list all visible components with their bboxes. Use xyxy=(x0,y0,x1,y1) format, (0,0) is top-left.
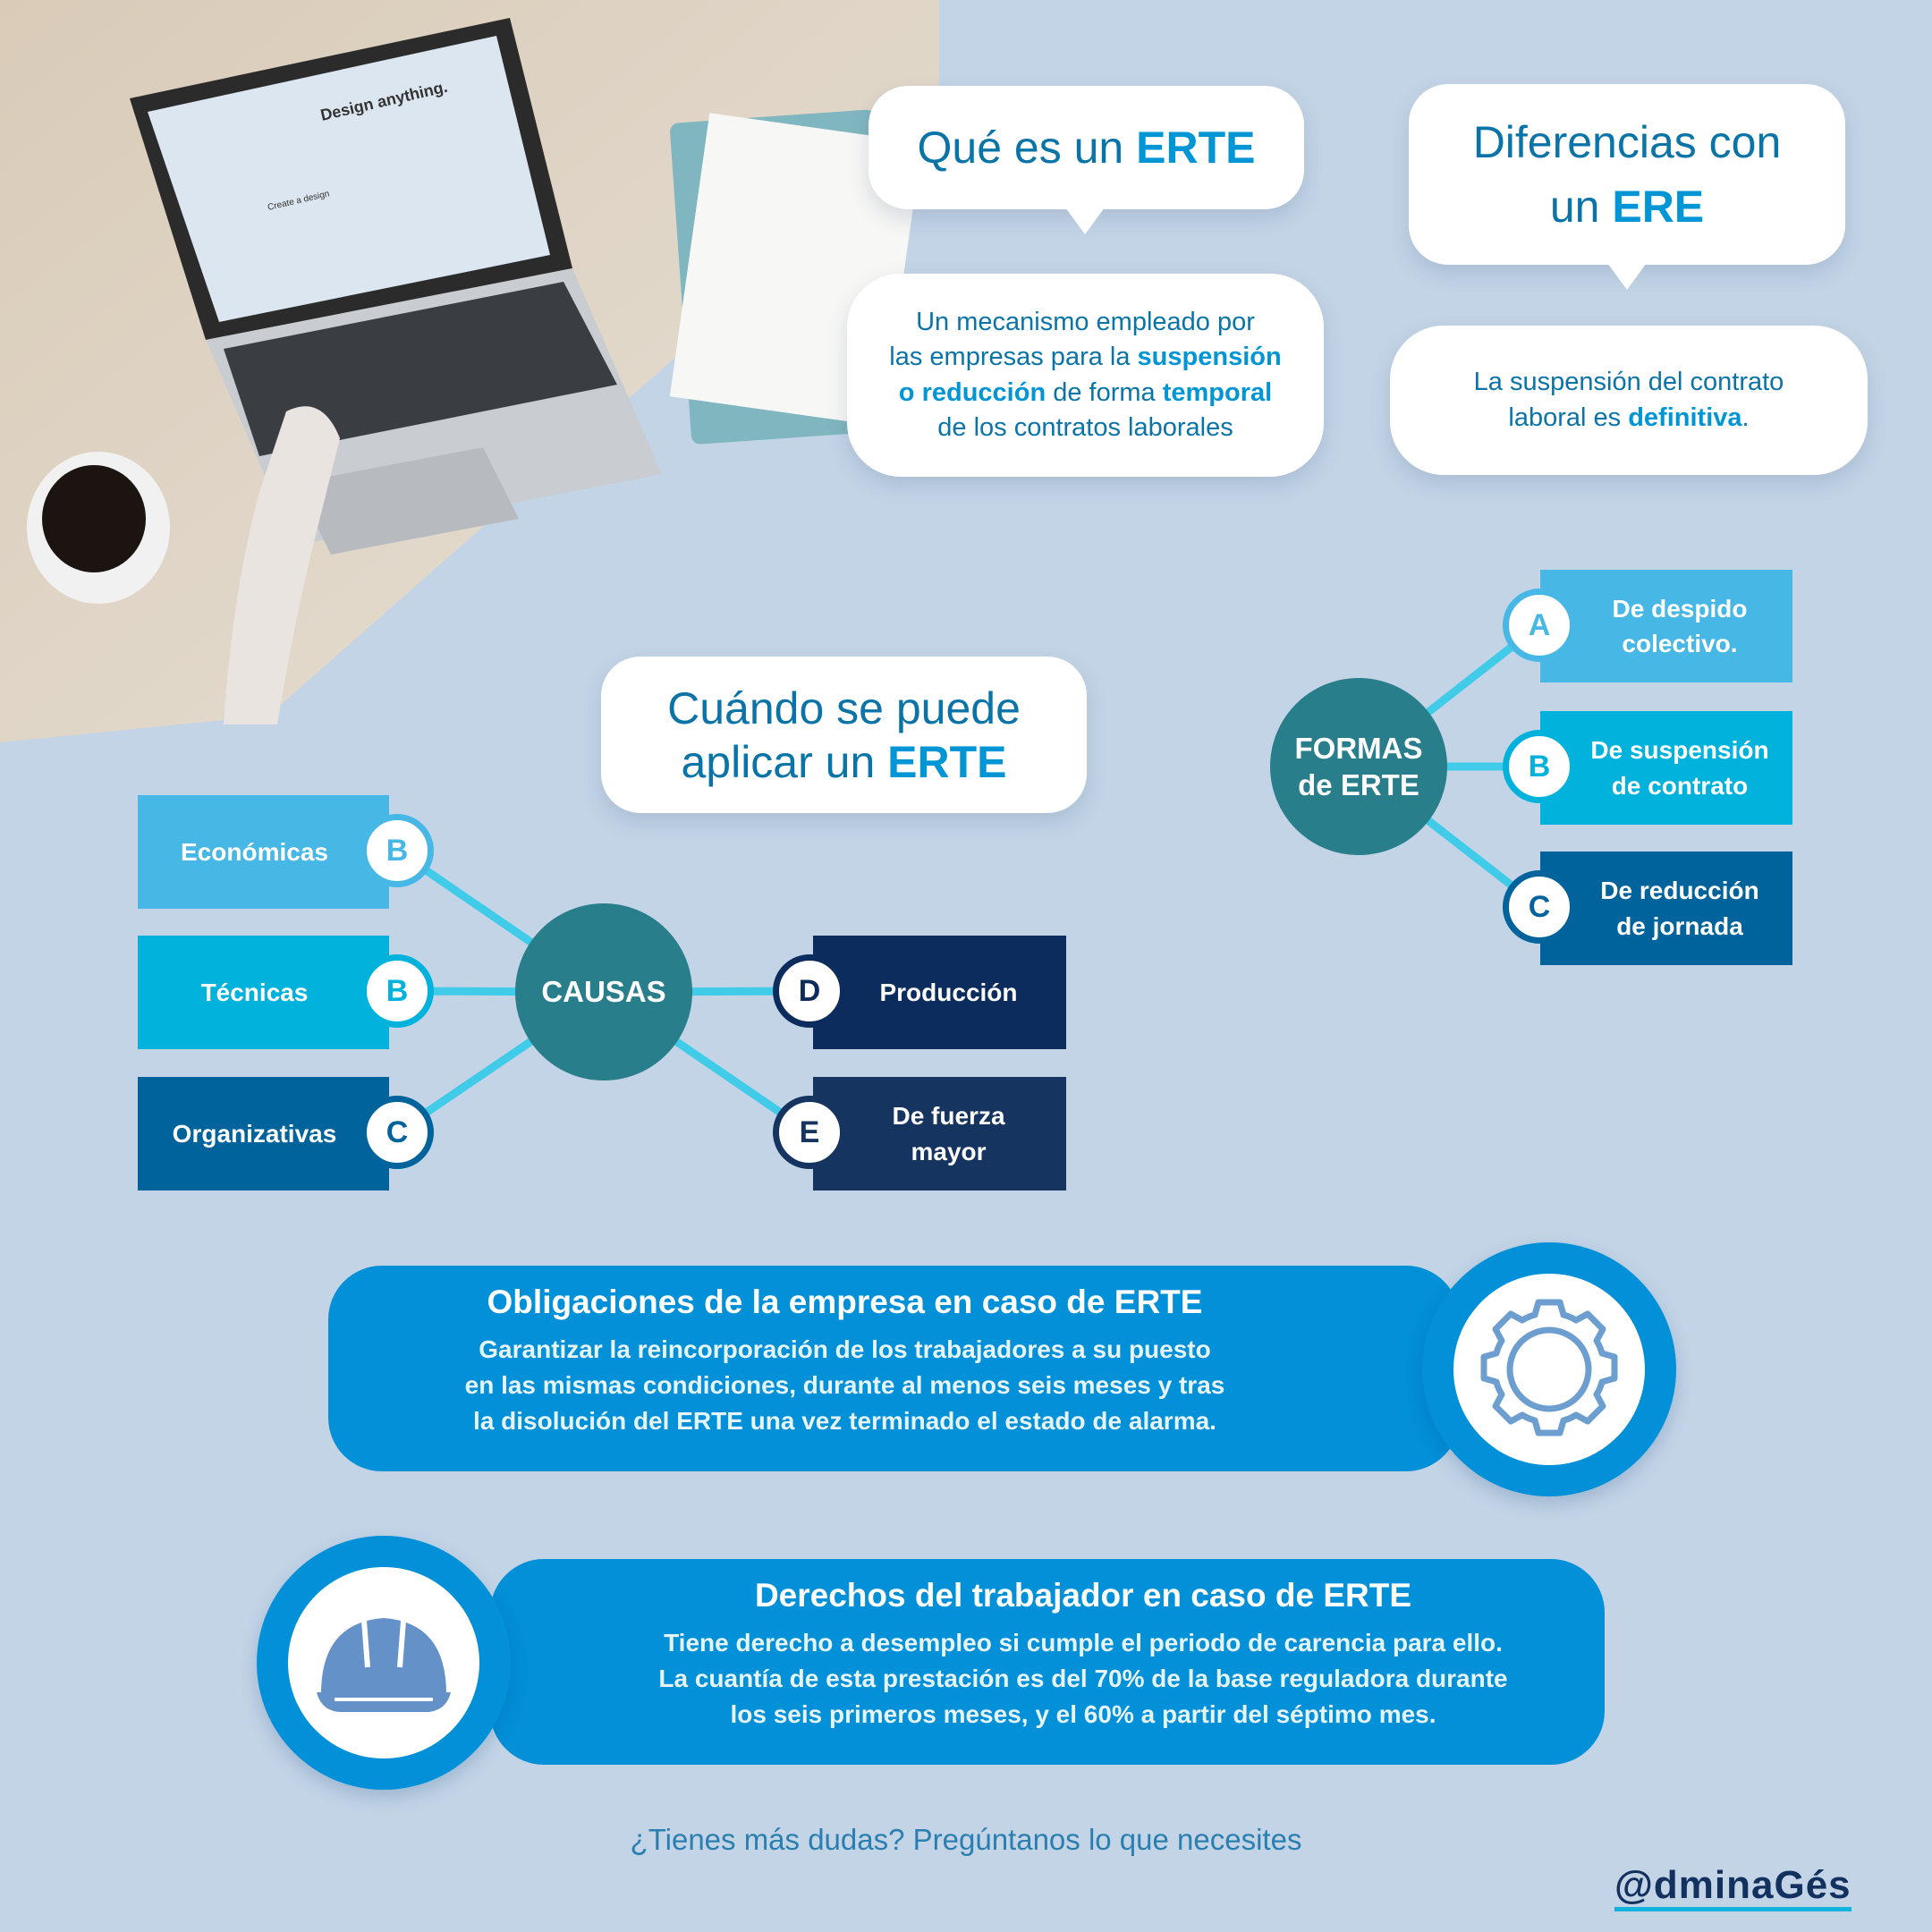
causa-label: De fuerza mayor xyxy=(892,1102,1005,1165)
def-bold: definitiva xyxy=(1628,402,1742,432)
causa-economicas: Económicas xyxy=(138,795,389,909)
forma-despido: De despido colectivo. xyxy=(1540,570,1792,682)
derechos-text: La cuantía de esta prestación es del 70%… xyxy=(658,1664,1508,1692)
diferencias-title: Diferencias con xyxy=(1472,116,1782,167)
badge-letter: C xyxy=(360,1096,434,1169)
cuando-title: aplicar un xyxy=(681,736,888,787)
causa-label: Organizativas xyxy=(172,1119,337,1148)
badge-letter: B xyxy=(360,814,434,887)
def-line: laboral es xyxy=(1508,402,1629,432)
causa-label: Producción xyxy=(879,978,1018,1006)
def-line: las empresas para la xyxy=(889,343,1138,372)
forma-label: De reducción xyxy=(1600,877,1759,905)
obligaciones-title: Obligaciones de la empresa en caso de ER… xyxy=(487,1284,1203,1320)
causa-produccion: Producción xyxy=(813,936,1066,1049)
derechos-title: Derechos del trabajador en caso de ERTE xyxy=(754,1577,1412,1614)
diferencias-title-bold: ERE xyxy=(1612,182,1705,232)
forma-label: colectivo. xyxy=(1622,630,1738,657)
badge-letter: E xyxy=(773,1096,846,1169)
obligaciones-text: en las mismas condiciones, durante al me… xyxy=(464,1370,1225,1399)
forma-label: de jornada xyxy=(1616,911,1743,940)
causas-hub: CAUSAS xyxy=(515,903,692,1080)
def-bold: o reducción xyxy=(898,377,1046,407)
def-line: Un mecanismo empleado por xyxy=(916,308,1255,337)
admingaes-logo: @dminaGés xyxy=(1614,1866,1852,1911)
badge-letter: D xyxy=(773,954,846,1028)
def-bold: suspensión xyxy=(1137,343,1282,372)
badge-letter: B xyxy=(1503,730,1576,803)
formas-hub-label: de ERTE xyxy=(1298,768,1419,801)
def-line: de los contratos laborales xyxy=(937,412,1233,442)
derechos-panel: Derechos del trabajador en caso de ERTE … xyxy=(490,1559,1605,1765)
formas-hub-label: FORMAS xyxy=(1294,731,1423,765)
que-es-title-bold: ERTE xyxy=(1136,122,1256,173)
forma-label: De despido xyxy=(1612,594,1748,623)
derechos-text: Tiene derecho a desempleo si cumple el p… xyxy=(664,1629,1503,1657)
def-bold: temporal xyxy=(1162,377,1273,407)
diferencias-title: un xyxy=(1549,182,1613,232)
def-line: La suspensión del contrato xyxy=(1473,368,1784,397)
causa-organizativas: Organizativas xyxy=(138,1077,389,1191)
forma-label: De suspensión xyxy=(1590,736,1769,765)
footer-question: ¿Tienes más dudas? Pregúntanos lo que ne… xyxy=(630,1823,1302,1856)
causa-fuerza-mayor: De fuerza mayor xyxy=(813,1077,1066,1191)
badge-letter: A xyxy=(1503,589,1576,662)
que-es-bubble: Qué es un ERTE xyxy=(869,86,1304,209)
gear-icon xyxy=(1480,1299,1618,1436)
forma-reduccion: De reducción de jornada xyxy=(1540,852,1792,965)
cuando-title: Cuándo se puede xyxy=(667,682,1021,733)
forma-suspension: De suspensión de contrato xyxy=(1540,711,1792,825)
cuando-bubble: Cuándo se puede aplicar un ERTE xyxy=(601,657,1087,813)
causa-label: Técnicas xyxy=(200,978,309,1006)
obligaciones-panel: Obligaciones de la empresa en caso de ER… xyxy=(328,1266,1460,1471)
diferencias-bubble: Diferencias con un ERE xyxy=(1409,84,1845,265)
causa-label: Económicas xyxy=(181,837,328,866)
gear-badge xyxy=(1422,1242,1676,1496)
def-line: . xyxy=(1741,402,1750,432)
bubble-tail xyxy=(1065,208,1105,234)
badge-letter: B xyxy=(360,954,434,1028)
cuando-title-bold: ERTE xyxy=(887,736,1007,787)
bubble-tail xyxy=(1607,263,1647,290)
badge-letter: C xyxy=(1503,870,1576,944)
helmet-badge xyxy=(257,1536,511,1790)
helmet-icon xyxy=(317,1618,451,1712)
ere-definition: La suspensión del contrato laboral es de… xyxy=(1390,326,1868,475)
derechos-text: los seis primeros meses, y el 60% a part… xyxy=(730,1699,1436,1728)
causa-tecnicas: Técnicas xyxy=(138,936,389,1049)
def-line: de forma xyxy=(1046,377,1163,407)
que-es-definition: Un mecanismo empleado por las empresas p… xyxy=(847,274,1324,477)
obligaciones-text: Garantizar la reincorporación de los tra… xyxy=(479,1335,1211,1363)
que-es-title: Qué es un xyxy=(917,122,1137,173)
obligaciones-text: la disolución del ERTE una vez terminado… xyxy=(473,1406,1216,1435)
forma-label: de contrato xyxy=(1611,771,1749,800)
logo-text: @dminaGés xyxy=(1614,1863,1852,1907)
